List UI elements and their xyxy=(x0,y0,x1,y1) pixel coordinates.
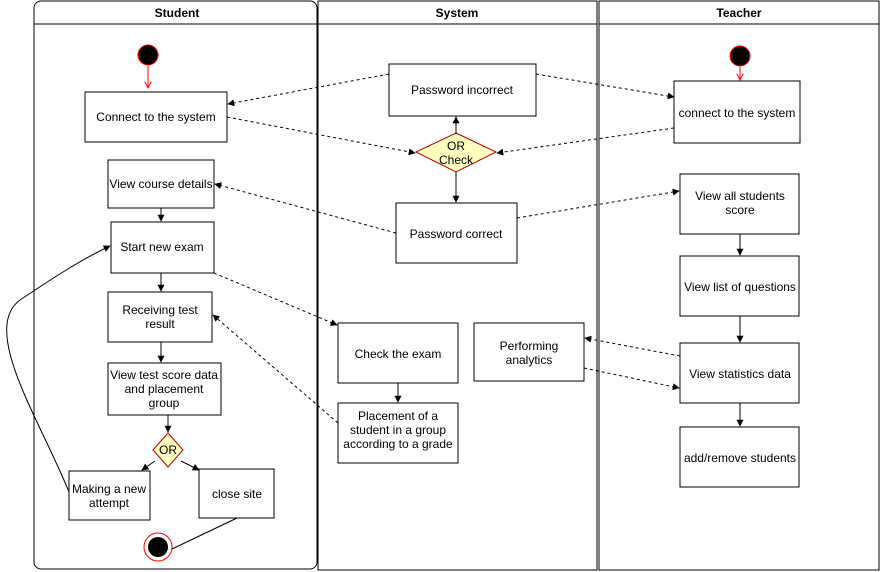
dash-incorrect-to-teacher xyxy=(535,73,675,100)
system-check-label-line: Check xyxy=(439,153,474,167)
password-correct-label-line: Password correct xyxy=(410,227,503,241)
view-test-score-label-line: View test score data xyxy=(110,368,218,382)
view-course-details-box: View course details xyxy=(107,159,215,209)
teacher-connect-box: connect to the system xyxy=(673,80,801,144)
view-statistics-box: View statistics data xyxy=(679,342,800,404)
making-new-attempt-label-line: attempt xyxy=(89,496,130,510)
view-questions-label: View list of questions xyxy=(684,280,796,294)
close-site-box: close site xyxy=(198,468,275,519)
flow-close-to-end xyxy=(171,517,238,550)
receiving-test-result-label-line: result xyxy=(145,317,175,331)
check-exam-label-line: Check the exam xyxy=(355,347,442,361)
flow-attempt-loop xyxy=(6,245,111,493)
placement-label-line: Placement of a xyxy=(358,409,438,423)
making-new-attempt-label-line: Making a new xyxy=(72,482,146,496)
add-remove-students-box: add/remove students xyxy=(679,426,800,488)
check-exam-box: Check the exam xyxy=(337,322,459,384)
performing-analytics-label-line: Performing xyxy=(500,339,559,353)
view-statistics-label-line: View statistics data xyxy=(689,367,791,381)
close-site-label-line: close site xyxy=(212,487,262,501)
performing-analytics-label-line: analytics xyxy=(506,353,553,367)
dash-analytics-to-stats xyxy=(583,367,680,391)
student-connect-label-line: Connect to the system xyxy=(96,110,215,124)
view-test-score-label-line: group xyxy=(149,396,180,410)
teacher-start-node xyxy=(729,45,751,67)
lane-title-teacher: Teacher xyxy=(716,6,761,20)
view-all-scores-label-line: score xyxy=(725,203,755,217)
password-incorrect-label: Password incorrect xyxy=(411,83,514,97)
placement-label-line: according to a grade xyxy=(343,437,453,451)
start-new-exam-label: Start new exam xyxy=(120,240,203,254)
lane-title-student: Student xyxy=(155,6,200,20)
password-correct-label: Password correct xyxy=(410,227,503,241)
teacher-connect-label-line: connect to the system xyxy=(679,106,796,120)
view-course-details-label: View course details xyxy=(109,177,212,191)
placement-label-line: student in a group xyxy=(350,423,446,437)
student-end-node xyxy=(143,532,173,562)
add-remove-students-label: add/remove students xyxy=(684,451,796,465)
password-incorrect-label-line: Password incorrect xyxy=(411,83,514,97)
student-connect-label: Connect to the system xyxy=(96,110,215,124)
view-questions-box: View list of questions xyxy=(679,255,800,317)
student-decision-node: OR xyxy=(152,432,184,468)
system-check-label-line: OR xyxy=(447,139,465,153)
receiving-test-result-label-line: Receiving test xyxy=(122,303,198,317)
view-all-scores-label-line: View all students xyxy=(695,189,785,203)
password-correct-box: Password correct xyxy=(395,202,518,264)
student-start-node xyxy=(137,44,159,66)
add-remove-students-label-line: add/remove students xyxy=(684,451,796,465)
view-statistics-label: View statistics data xyxy=(689,367,791,381)
dash-student-connect-to-check xyxy=(226,116,416,156)
lane-title-system: System xyxy=(436,6,479,20)
view-course-details-label-line: View course details xyxy=(109,177,212,191)
start-new-exam-box: Start new exam xyxy=(110,221,215,274)
dash-exam-to-check xyxy=(213,272,338,326)
dash-stats-to-analytics xyxy=(584,335,681,357)
student-connect-box: Connect to the system xyxy=(84,91,228,143)
lane-student: Student xyxy=(33,0,318,570)
teacher-connect-label: connect to the system xyxy=(679,106,796,120)
start-new-exam-label-line: Start new exam xyxy=(120,240,203,254)
close-site-label: close site xyxy=(212,487,262,501)
view-questions-label-line: View list of questions xyxy=(684,280,796,294)
student-decision-label: OR xyxy=(159,443,177,457)
check-exam-label: Check the exam xyxy=(355,347,442,361)
flow-decision-to-attempt xyxy=(141,460,156,471)
flow-decision-to-close xyxy=(180,460,200,471)
password-incorrect-box: Password incorrect xyxy=(388,63,537,117)
view-test-score-label-line: and placement xyxy=(125,382,204,396)
dash-correct-to-course xyxy=(214,182,397,234)
